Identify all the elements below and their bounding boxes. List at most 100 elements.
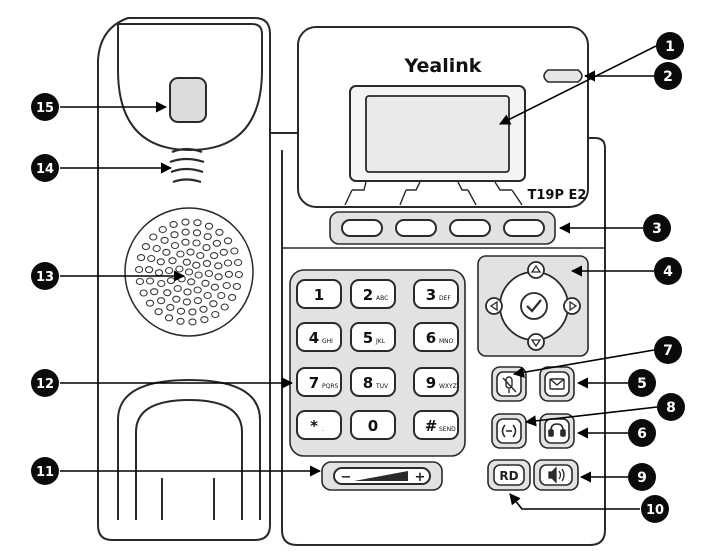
key-hash[interactable]: #SEND <box>413 410 459 440</box>
svg-text:13: 13 <box>36 270 54 285</box>
speaker-hole <box>217 291 226 300</box>
key-letters: GHI <box>322 338 333 345</box>
speaker-hole <box>176 307 186 315</box>
speaker-hole <box>163 289 172 297</box>
speaker-hole <box>227 293 237 301</box>
speaker-hole <box>220 303 229 311</box>
key-digit: 2 <box>363 286 373 304</box>
key-0[interactable]: 0 <box>350 410 396 440</box>
brand-logo: Yealink <box>404 55 482 77</box>
speaker-hole <box>192 261 201 269</box>
svg-text:7: 7 <box>663 343 673 359</box>
speaker-hole <box>166 303 175 311</box>
key-letters: JKL <box>375 338 386 345</box>
speaker-hole <box>164 266 174 275</box>
speaker-hole <box>204 222 214 230</box>
svg-text:8: 8 <box>666 400 676 416</box>
speaker-hole <box>199 305 208 313</box>
svg-text:3: 3 <box>652 221 662 237</box>
callout-badge: 4 <box>654 257 682 285</box>
envelope-icon <box>549 378 565 390</box>
speaker-hole <box>145 277 155 285</box>
speaker-hole <box>181 228 190 236</box>
softkey-1[interactable] <box>341 219 383 237</box>
speaker-hole <box>224 270 234 278</box>
navigation-pad <box>485 261 581 351</box>
key-letters: TUV <box>375 383 389 390</box>
speaker-hole <box>215 228 224 236</box>
speaker-hole <box>203 233 212 241</box>
speaker-hole <box>202 244 211 252</box>
svg-text:1: 1 <box>665 39 675 55</box>
speaker-hole <box>234 270 244 279</box>
key-letters: MNO <box>439 338 454 345</box>
speaker-hole <box>192 239 201 247</box>
speaker-hole <box>181 218 190 226</box>
speaker-hole <box>175 265 184 273</box>
speaker-hole <box>172 295 181 303</box>
key-1[interactable]: 1 <box>296 279 342 309</box>
key-letters: SEND <box>439 426 456 433</box>
key-digit: 1 <box>314 286 324 304</box>
lcd-screen <box>365 95 510 173</box>
speaker-hole <box>209 252 219 260</box>
softkey-4[interactable] <box>503 219 545 237</box>
mouthpiece-rest <box>135 398 243 520</box>
key-digit: 0 <box>368 417 378 435</box>
speaker-hole <box>188 318 197 326</box>
speaker-hole <box>147 254 156 263</box>
callout-badge: 7 <box>654 336 682 364</box>
callout-badge: 2 <box>654 62 682 90</box>
check-icon <box>526 299 542 313</box>
speaker-hole <box>156 297 166 305</box>
speaker-hole <box>166 277 176 285</box>
callout-badge: 9 <box>628 463 656 491</box>
speaker-hole <box>157 279 166 288</box>
svg-text:4: 4 <box>663 264 673 280</box>
callout-badge: 5 <box>628 369 656 397</box>
speaker-hole <box>219 248 228 256</box>
message-key[interactable] <box>544 371 570 397</box>
speaker-hole <box>223 237 233 245</box>
softkey-2[interactable] <box>395 219 437 237</box>
hookswitch-tab <box>169 77 207 123</box>
speaker-hole <box>196 251 205 260</box>
ok-button[interactable] <box>520 292 548 320</box>
speaker-hole <box>214 273 223 281</box>
speaker-hole <box>169 220 178 228</box>
base-outline <box>281 137 606 546</box>
callout-badge: 1 <box>656 32 684 60</box>
speaker-hole <box>182 298 192 306</box>
svg-text:14: 14 <box>36 162 54 177</box>
key-digit: 8 <box>363 374 373 392</box>
speaker-hole <box>145 299 155 307</box>
callout-badge: 8 <box>657 393 685 421</box>
volume-key[interactable]: − + <box>333 467 431 485</box>
key-star[interactable]: *. <box>296 410 342 440</box>
key-letters: WXYZ <box>439 383 457 390</box>
speaker-hole <box>168 257 177 265</box>
speaker-hole <box>154 308 163 316</box>
callout-badge: 13 <box>31 262 59 290</box>
callout-badge: 12 <box>31 369 59 397</box>
speaker-hole <box>149 233 158 241</box>
callout-badge: 15 <box>31 93 59 121</box>
callout-badge: 3 <box>643 214 671 242</box>
volume-minus-label: − <box>341 470 352 485</box>
softkey-3[interactable] <box>449 219 491 237</box>
key-digit: 9 <box>426 374 436 392</box>
transfer-icon <box>501 424 517 438</box>
svg-text:12: 12 <box>36 377 54 392</box>
redial-key[interactable] <box>493 464 525 486</box>
svg-text:2: 2 <box>663 69 673 85</box>
